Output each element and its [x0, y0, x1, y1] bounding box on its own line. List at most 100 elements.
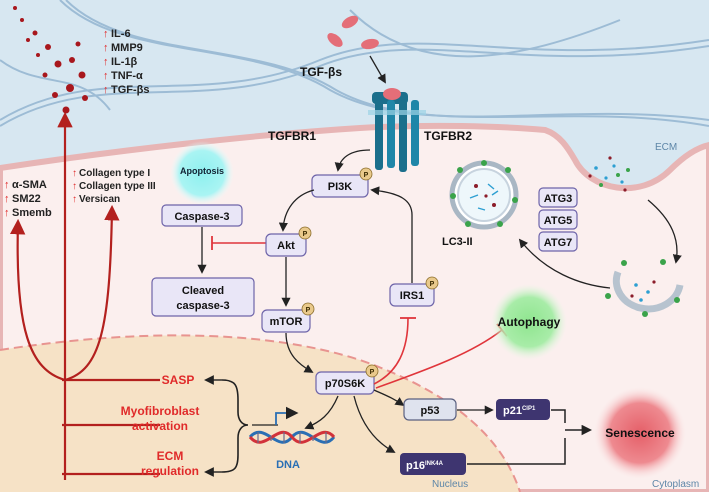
factor-tgfb: TGF-βs — [111, 84, 150, 96]
atg7-label: ATG7 — [544, 237, 573, 249]
phagophore-to-autophagosome — [518, 238, 611, 289]
irs1-label: IRS1 — [400, 290, 424, 302]
svg-text:↑: ↑ — [103, 84, 109, 96]
svg-text:↑: ↑ — [72, 194, 77, 205]
irs1-phospho — [425, 276, 439, 290]
senescence-label: Senescence — [605, 426, 675, 440]
pi3k-to-akt — [278, 189, 315, 232]
autophagy-glow — [491, 284, 567, 360]
senescence-glow — [594, 387, 686, 479]
phagophore — [605, 259, 684, 317]
atg5-label: ATG5 — [544, 215, 573, 227]
receptor-complex — [368, 88, 426, 172]
marker-sm22: SM22 — [12, 193, 41, 205]
svg-text:↑: ↑ — [72, 168, 77, 179]
secreted-factor-list: ↑ IL-6 ↑ MMP9 ↑ IL-1β ↑ TNF-α ↑ TGF-βs — [103, 28, 150, 96]
factor-il6: IL-6 — [111, 28, 131, 40]
cytoplasm-label: Cytoplasm — [652, 479, 699, 490]
svg-text:P: P — [306, 307, 311, 314]
p70s6k-label: p70S6K — [325, 378, 365, 390]
svg-text:↑: ↑ — [103, 28, 109, 40]
cleaved-caspase3-label-1: Cleaved — [182, 285, 224, 297]
svg-text:↑: ↑ — [4, 193, 10, 205]
svg-text:↑: ↑ — [4, 179, 10, 191]
autophagosome — [449, 160, 519, 230]
sasp-label: SASP — [162, 373, 195, 387]
svg-text:↑: ↑ — [72, 181, 77, 192]
outcome-arrows — [9, 111, 160, 480]
outcome-bracket — [221, 379, 249, 473]
lc3-label: LC3-II — [442, 236, 473, 248]
tgfb-label: TGF-βs — [300, 65, 342, 79]
cleaved-caspase3-node — [151, 277, 255, 317]
caspase3-node — [161, 204, 243, 227]
gene-col3: Collagen type III — [79, 181, 156, 192]
pi3k-node — [311, 174, 369, 198]
senescence-arrows — [467, 409, 566, 465]
svg-text:P: P — [303, 231, 308, 238]
ecm-regulation-label-2: regulation — [141, 464, 199, 478]
svg-text:↑: ↑ — [103, 42, 109, 54]
apoptosis-glow — [170, 141, 234, 205]
marker-smemb: Smemb — [12, 207, 52, 219]
factor-tnfa: TNF-α — [111, 70, 143, 82]
dna-label: DNA — [276, 459, 300, 471]
cleaved-caspase3-label-2: caspase-3 — [176, 300, 229, 312]
p70s6k-inhibit-irs1 — [373, 317, 409, 385]
ecm-gene-list: ↑ Collagen type I ↑ Collagen type III ↑ … — [72, 168, 156, 205]
myofibroblast-label-1: Myofibroblast — [121, 404, 200, 418]
ecm-regulation-label-1: ECM — [157, 449, 184, 463]
svg-text:P: P — [370, 369, 375, 376]
dna-helix — [248, 430, 336, 444]
p70s6k-phospho — [365, 364, 379, 378]
mtor-phospho — [301, 302, 315, 316]
tgfbr2-label: TGFBR2 — [424, 129, 472, 143]
nuclear-envelope — [0, 334, 521, 492]
p21-node — [496, 399, 550, 420]
gene-col1: Collagen type I — [79, 168, 150, 179]
receptor-to-pi3k — [334, 149, 371, 172]
nucleus-label: Nucleus — [432, 479, 468, 490]
svg-text:P: P — [364, 172, 369, 179]
akt-label: Akt — [277, 240, 295, 252]
p70s6k-to-p53 — [373, 389, 405, 407]
caspase3-label: Caspase-3 — [174, 211, 229, 223]
apoptosis-label: Apoptosis — [180, 166, 224, 176]
gene-versican: Versican — [79, 194, 120, 205]
factor-mmp9: MMP9 — [111, 42, 143, 54]
p16-node — [400, 453, 466, 475]
akt-node — [265, 233, 307, 257]
p21-label: p21CIP1 — [503, 405, 536, 417]
ligand-arrow — [369, 55, 386, 84]
pi3k-phospho — [359, 167, 373, 181]
tgfbr1-label: TGFBR1 — [268, 129, 316, 143]
atg7-node — [538, 231, 578, 252]
autophagy-label: Autophagy — [498, 315, 561, 329]
marker-asma: α-SMA — [12, 179, 47, 191]
atg5-node — [538, 209, 578, 230]
p53-label: p53 — [421, 405, 440, 417]
mtor-to-p70s6k — [285, 332, 314, 373]
svg-text:P: P — [430, 281, 435, 288]
p70s6k-node — [315, 371, 375, 395]
endocytosis-arrow — [647, 199, 682, 264]
myofibroblast-label-2: activation — [132, 419, 188, 433]
svg-text:↑: ↑ — [103, 70, 109, 82]
marker-list: ↑ α-SMA ↑ SM22 ↑ Smemb — [4, 179, 52, 219]
tgfb-ligand — [327, 15, 379, 50]
p70s6k-inhibit-autophagy — [375, 329, 503, 389]
p53-node — [403, 398, 457, 421]
endocytic-particles — [588, 156, 630, 192]
atg3-label: ATG3 — [544, 193, 573, 205]
mtor-node — [261, 309, 311, 333]
svg-text:↑: ↑ — [4, 207, 10, 219]
secreted-particles — [13, 6, 88, 114]
atg3-node — [538, 187, 578, 208]
p16-label: p16INK4A — [406, 460, 444, 472]
transcription-arrow — [275, 406, 299, 425]
p70s6k-to-p16 — [353, 395, 396, 453]
factor-il1b: IL-1β — [111, 56, 138, 68]
irs1-to-pi3k — [370, 186, 413, 283]
irs1-node — [389, 283, 435, 307]
